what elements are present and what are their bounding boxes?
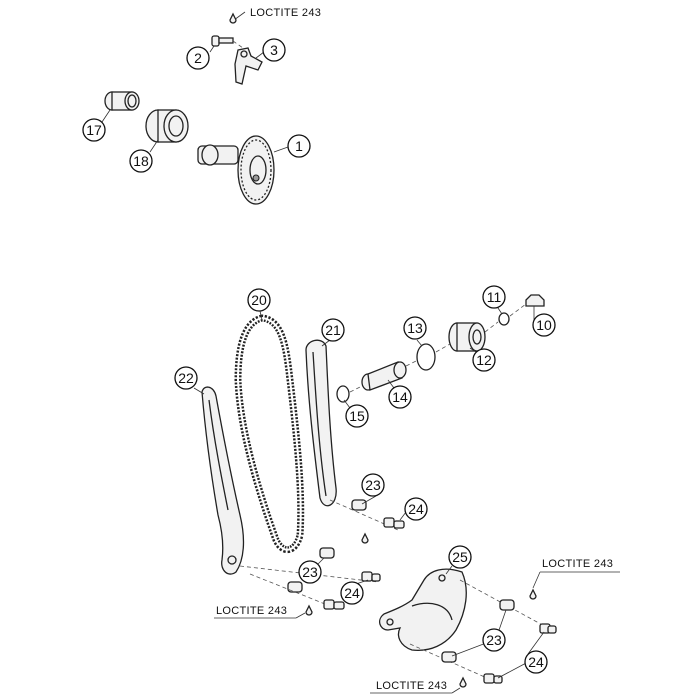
ring-part-13 xyxy=(416,343,436,371)
oring-part-11 xyxy=(498,312,510,326)
callout-label: 21 xyxy=(325,322,341,338)
callout-label: 2 xyxy=(194,50,202,66)
callout-25: 25 xyxy=(448,545,472,569)
callout-17: 17 xyxy=(82,118,106,142)
loctite-drop-icon xyxy=(229,12,237,24)
plug-part-10 xyxy=(525,294,545,307)
loctite-label-right: LOCTITE 243 xyxy=(532,558,620,589)
callout-23-right: 23 xyxy=(482,628,506,652)
callout-label: 17 xyxy=(86,122,102,138)
tensioner-housing-part-12 xyxy=(448,322,486,352)
camshaft-part-1 xyxy=(197,135,275,205)
tensioner-assembly xyxy=(336,294,545,403)
callout-23-lower: 23 xyxy=(298,560,322,584)
callout-2: 2 xyxy=(186,46,210,70)
callout-label: 23 xyxy=(365,477,381,493)
callout-13: 13 xyxy=(403,316,427,340)
callout-24-right: 24 xyxy=(524,650,548,674)
callout-label: 23 xyxy=(486,632,502,648)
loctite-drop-icon xyxy=(529,588,537,600)
pin-bolt-set-lower xyxy=(239,547,381,610)
callout-label: 13 xyxy=(407,320,423,336)
piston-part-14 xyxy=(361,361,407,391)
callout-label: 24 xyxy=(408,501,424,517)
callout-label: 11 xyxy=(487,289,502,305)
callout-3: 3 xyxy=(262,38,286,62)
callout-18: 18 xyxy=(129,149,153,173)
loctite-text: LOCTITE 243 xyxy=(250,7,321,19)
callout-label: 23 xyxy=(302,564,318,580)
callout-24-upper: 24 xyxy=(404,497,428,521)
callout-15: 15 xyxy=(345,404,369,428)
loctite-text: LOCTITE 243 xyxy=(542,558,613,570)
callout-21: 21 xyxy=(321,318,345,342)
callout-23-upper: 23 xyxy=(361,473,385,497)
loctite-label-bottom: LOCTITE 243 xyxy=(370,680,461,694)
lever-part-3 xyxy=(234,47,263,85)
timing-chain-part-20 xyxy=(234,314,305,553)
chain-guide-part-25 xyxy=(378,568,467,651)
tensioner-rail-part-22 xyxy=(201,386,245,575)
callout-label: 25 xyxy=(452,549,468,565)
chain-guide-part-21 xyxy=(305,339,337,507)
callout-label: 22 xyxy=(178,370,194,386)
loctite-drop-icon xyxy=(305,604,313,616)
callout-11: 11 xyxy=(482,285,506,309)
callout-20: 20 xyxy=(247,288,271,312)
callout-label: 10 xyxy=(536,317,552,333)
callout-label: 18 xyxy=(133,153,149,169)
callout-22: 22 xyxy=(174,366,198,390)
callout-14: 14 xyxy=(388,385,412,409)
callout-label: 12 xyxy=(476,352,492,368)
pin-bolt-set-upper xyxy=(329,499,405,544)
loctite-text: LOCTITE 243 xyxy=(216,605,287,617)
callout-24-lower: 24 xyxy=(340,581,364,605)
callout-12: 12 xyxy=(472,348,496,372)
callout-label: 15 xyxy=(349,408,365,424)
ring-part-15 xyxy=(336,385,350,403)
loctite-text: LOCTITE 243 xyxy=(376,680,447,692)
loctite-label-top: LOCTITE 243 xyxy=(229,7,321,24)
loctite-drop-icon xyxy=(361,532,369,544)
ball-bearing-part-18 xyxy=(145,109,189,143)
callout-label: 20 xyxy=(251,292,267,308)
callout-label: 3 xyxy=(270,42,278,58)
callout-label: 24 xyxy=(344,585,360,601)
callout-10: 10 xyxy=(532,313,556,337)
needle-bearing-part-17 xyxy=(104,91,140,111)
bolt-part-2 xyxy=(211,35,244,49)
callout-1: 1 xyxy=(287,134,311,158)
pin-bolt-set-right xyxy=(409,579,557,688)
callout-label: 1 xyxy=(295,138,303,154)
loctite-drop-icon xyxy=(459,676,467,688)
loctite-label-bottom-left: LOCTITE 243 xyxy=(214,604,313,619)
callout-label: 14 xyxy=(392,389,408,405)
callout-label: 24 xyxy=(528,654,544,670)
